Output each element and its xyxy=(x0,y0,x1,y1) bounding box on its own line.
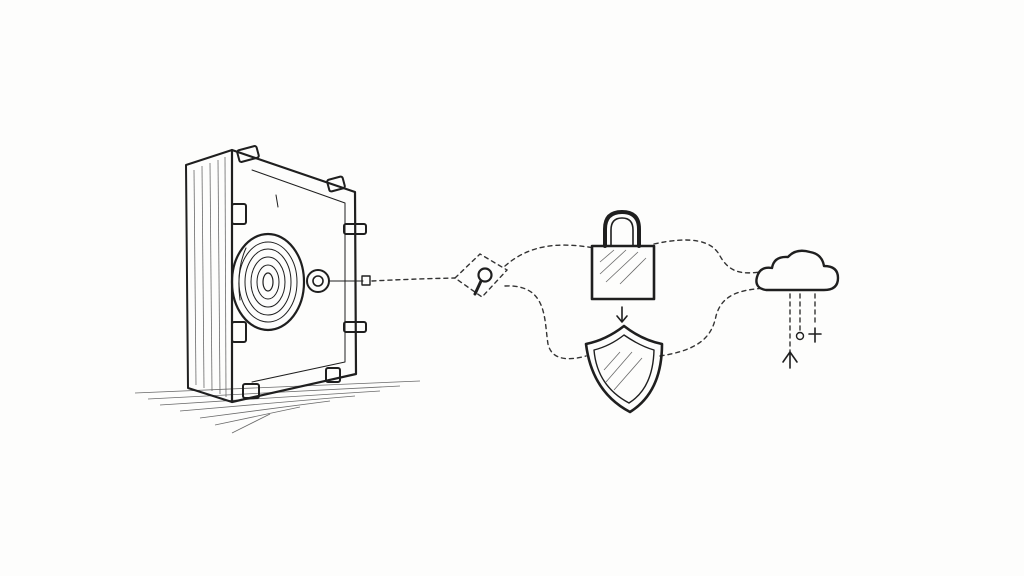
connector-shield-cloud xyxy=(659,287,766,357)
shield-icon xyxy=(584,324,664,414)
fingerprint-dial xyxy=(230,232,306,332)
connector-key-lock xyxy=(504,244,595,267)
cloud-icon xyxy=(755,249,840,369)
vault-knob xyxy=(306,269,330,293)
floor-shadow xyxy=(134,380,421,434)
padlock-icon xyxy=(590,210,656,301)
connector-vault-key xyxy=(371,277,456,282)
key-icon xyxy=(453,253,509,298)
connector-lines xyxy=(371,239,766,360)
arrow-lock-shield xyxy=(616,306,628,323)
connector-lock-cloud xyxy=(653,239,761,274)
connector-key-shield xyxy=(504,285,587,360)
vault-safe-icon xyxy=(134,145,421,434)
